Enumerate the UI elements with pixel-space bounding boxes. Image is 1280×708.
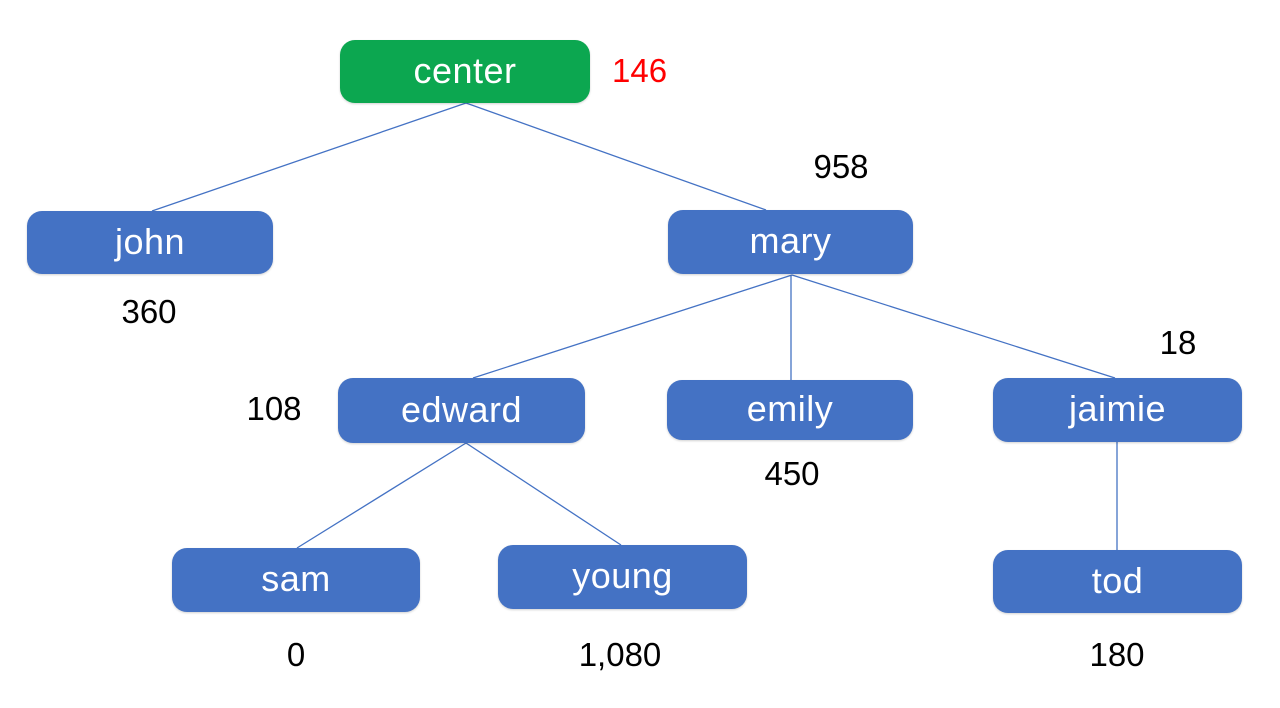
- node-label-sam: sam: [261, 558, 331, 599]
- edge-mary-jaimie: [791, 274, 1116, 379]
- node-sam: sam: [172, 548, 420, 612]
- node-tod: tod: [993, 550, 1242, 613]
- node-label-center: center: [413, 49, 517, 91]
- edge-center-mary: [465, 102, 767, 211]
- value-label-emily: 450: [764, 455, 820, 492]
- edge-edward-sam: [296, 442, 467, 549]
- node-label-emily: emily: [746, 388, 834, 429]
- value-label-john: 360: [121, 293, 177, 330]
- node-label-edward: edward: [400, 388, 523, 430]
- edge-mary-edward: [472, 274, 793, 379]
- node-jaimie: jaimie: [993, 378, 1242, 442]
- edge-edward-young: [465, 442, 622, 546]
- node-label-tod: tod: [1091, 559, 1144, 601]
- node-edward: edward: [338, 378, 585, 443]
- edge-center-john: [151, 102, 467, 212]
- value-label-sam: 0: [286, 636, 306, 673]
- node-label-john: john: [114, 220, 186, 262]
- value-label-mary: 958: [813, 148, 869, 185]
- node-john: john: [27, 211, 273, 274]
- value-label-young: 1,080: [578, 636, 662, 673]
- node-emily: emily: [667, 380, 913, 440]
- node-label-young: young: [572, 555, 673, 596]
- value-label-center: 146: [612, 52, 668, 89]
- node-young: young: [498, 545, 747, 609]
- node-mary: mary: [668, 210, 913, 274]
- value-label-tod: 180: [1089, 636, 1145, 673]
- value-label-jaimie: 18: [1159, 324, 1197, 361]
- value-label-edward: 108: [246, 390, 302, 427]
- node-center: center: [340, 40, 590, 103]
- node-label-mary: mary: [749, 220, 832, 261]
- node-label-jaimie: jaimie: [1068, 388, 1167, 429]
